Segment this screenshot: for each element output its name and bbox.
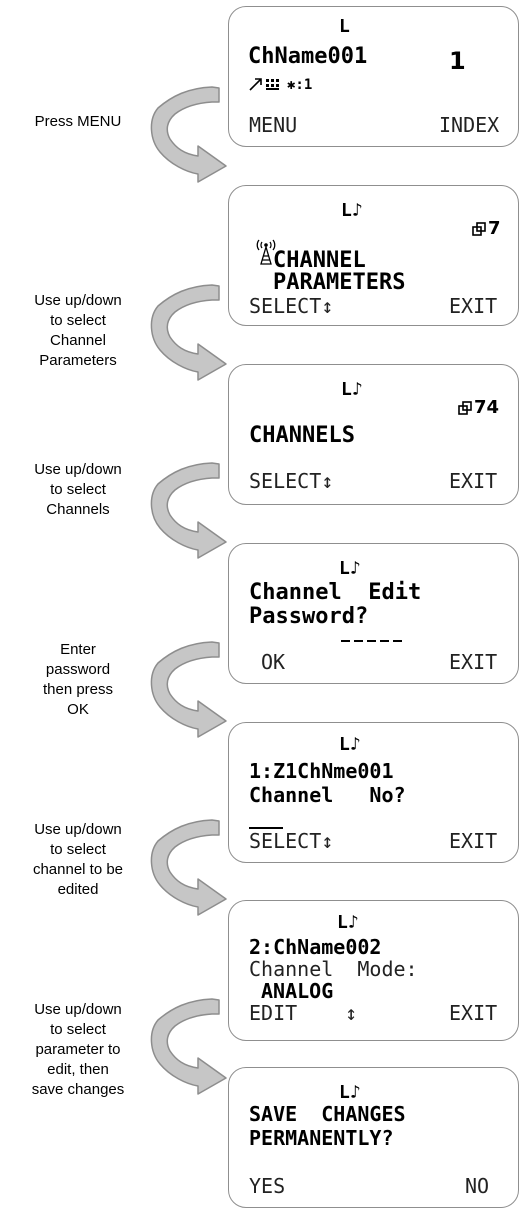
instruction-edit-and-save: Use up/down to select parameter to edit,…: [3, 1000, 153, 1100]
flow-arrow-6: [150, 998, 227, 1095]
instruction-line: Press MENU: [34, 113, 122, 130]
instruction-line: to select: [50, 481, 106, 498]
softkey-exit[interactable]: EXIT: [449, 1001, 498, 1025]
channel-label: 1:Z1ChNme001: [249, 759, 394, 783]
signal-indicator: L♪: [341, 200, 363, 221]
lcd-screen-password: L♪ Channel Edit Password? OK EXIT: [228, 543, 519, 684]
instruction-select-channel-to-edit: Use up/down to select channel to be edit…: [3, 820, 153, 900]
lcd-screen-channel-mode: L♪ 2:ChName002 Channel Mode: ANALOG EDIT…: [228, 900, 519, 1041]
prompt-line1: Channel Edit: [249, 580, 422, 605]
up-down-arrow-icon[interactable]: ↕: [345, 1001, 358, 1025]
menu-number: 7: [488, 218, 501, 239]
signal-indicator: L♪: [339, 558, 361, 579]
softkey-exit[interactable]: EXIT: [449, 469, 498, 493]
channel-label: 2:ChName002: [249, 935, 382, 959]
instruction-line: Parameters: [39, 352, 117, 369]
signal-indicator: L♪: [339, 734, 361, 755]
scan-status: ✱:1: [287, 77, 313, 93]
signal-indicator: L♪: [339, 1082, 361, 1103]
instruction-line: Use up/down: [34, 461, 122, 478]
instruction-line: Channels: [46, 501, 110, 518]
menu-number: 74: [474, 397, 500, 418]
instruction-line: Use up/down: [34, 821, 122, 838]
channel-name: ChName001: [248, 44, 368, 69]
password-entry-field[interactable]: [341, 640, 405, 642]
lcd-screen-channel-parameters: L♪ 7 CHANNEL PARAMETERS SELECT↕ EXIT: [228, 185, 519, 326]
flow-arrow-2: [150, 284, 227, 381]
menu-title: CHANNELS: [249, 423, 355, 448]
lcd-screen-channels: L♪ 74 CHANNELS SELECT↕ EXIT: [228, 364, 519, 505]
menu-icon: [458, 401, 472, 415]
instruction-line: Enter: [60, 641, 96, 658]
signal-indicator: L: [339, 16, 350, 37]
instruction-line: parameter to: [35, 1041, 121, 1058]
instruction-line: to select: [50, 312, 106, 329]
signal-indicator: L♪: [341, 379, 363, 400]
softkey-menu[interactable]: MENU: [249, 113, 298, 137]
confirm-line1: SAVE CHANGES: [249, 1102, 406, 1126]
scan-list-icon: [249, 78, 279, 91]
softkey-edit[interactable]: EDIT: [249, 1001, 298, 1025]
instruction-line: channel to be: [32, 861, 124, 878]
softkey-select[interactable]: SELECT↕: [249, 829, 334, 853]
instruction-line: then press: [42, 681, 114, 698]
instruction-select-channel-parameters: Use up/down to select Channel Parameters: [3, 291, 153, 371]
channel-number: 1: [449, 47, 466, 75]
instruction-line: OK: [67, 701, 89, 718]
instruction-line: Channel: [50, 332, 106, 349]
channel-number-cursor: [249, 827, 283, 829]
instruction-select-channels: Use up/down to select Channels: [3, 460, 153, 520]
softkey-no[interactable]: NO: [465, 1174, 490, 1198]
prompt-line2: Password?: [249, 604, 369, 629]
menu-title-line2: PARAMETERS: [273, 270, 406, 295]
softkey-exit[interactable]: EXIT: [449, 650, 498, 674]
softkey-select[interactable]: SELECT↕: [249, 294, 334, 318]
lcd-screen-home: L ChName001 1 ✱:1 MENU INDEX: [228, 6, 519, 147]
radio-tower-icon: [256, 239, 276, 265]
instruction-enter-password: Enter password then press OK: [3, 640, 153, 720]
instruction-line: save changes: [31, 1081, 125, 1098]
instruction-line: to select: [50, 841, 106, 858]
instruction-line: edit, then: [47, 1061, 109, 1078]
instruction-line: Use up/down: [34, 292, 122, 309]
flow-arrow-3: [150, 462, 227, 559]
parameter-name: Channel Mode:: [249, 957, 418, 981]
softkey-yes[interactable]: YES: [249, 1174, 286, 1198]
menu-icon: [472, 222, 486, 236]
flow-arrow-1: [150, 86, 227, 183]
signal-indicator: L♪: [337, 912, 359, 933]
instruction-line: edited: [57, 881, 99, 898]
flow-arrow-4: [150, 641, 227, 738]
instruction-line: to select: [50, 1021, 106, 1038]
instruction-line: password: [45, 661, 111, 678]
flow-arrow-5: [150, 819, 227, 916]
softkey-index[interactable]: INDEX: [439, 113, 500, 137]
confirm-line2: PERMANENTLY?: [249, 1126, 394, 1150]
softkey-exit[interactable]: EXIT: [449, 294, 498, 318]
parameter-value: ANALOG: [261, 979, 334, 1003]
softkey-ok[interactable]: OK: [261, 650, 286, 674]
lcd-screen-save-changes: L♪ SAVE CHANGES PERMANENTLY? YES NO: [228, 1067, 519, 1208]
lcd-screen-channel-number: L♪ 1:Z1ChNme001 Channel No? SELECT↕ EXIT: [228, 722, 519, 863]
softkey-select[interactable]: SELECT↕: [249, 469, 334, 493]
prompt-line: Channel No?: [249, 783, 406, 807]
instruction-line: Use up/down: [34, 1001, 122, 1018]
softkey-exit[interactable]: EXIT: [449, 829, 498, 853]
menu-title-line1: CHANNEL: [273, 248, 366, 273]
instruction-press-menu: Press MENU: [3, 112, 153, 132]
